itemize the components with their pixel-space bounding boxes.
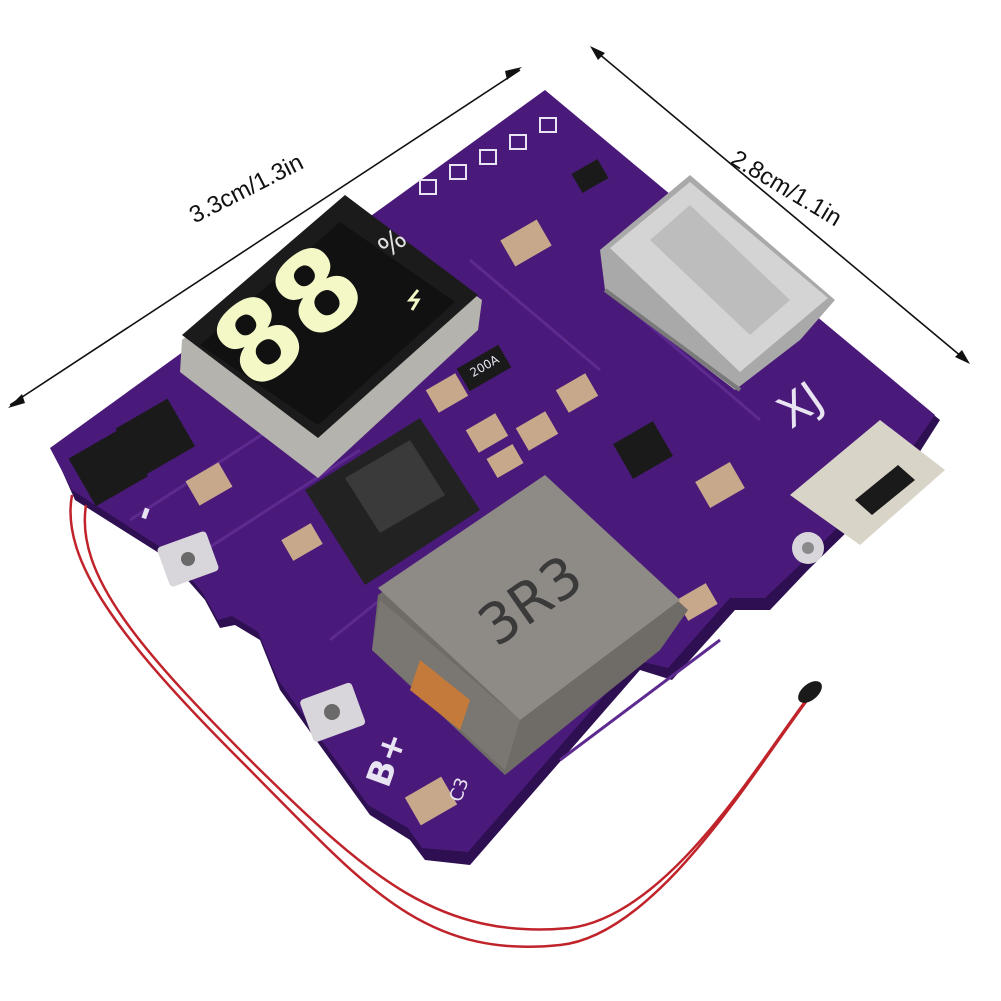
main-ic-chip	[305, 418, 480, 585]
smd-components	[68, 117, 745, 826]
mounting-hole-bplus	[300, 682, 366, 742]
push-button[interactable]	[790, 420, 945, 545]
lightning-icon	[406, 289, 421, 311]
battery-percent-display	[180, 195, 482, 478]
dimension-arrow-width	[8, 67, 522, 408]
thermistor-probe	[69, 494, 822, 948]
usb-c-port[interactable]	[600, 175, 835, 392]
dimension-arrow-depth	[590, 46, 970, 364]
mounting-hole-right	[792, 532, 824, 564]
inductor	[372, 475, 688, 775]
mounting-hole-left	[157, 531, 219, 587]
